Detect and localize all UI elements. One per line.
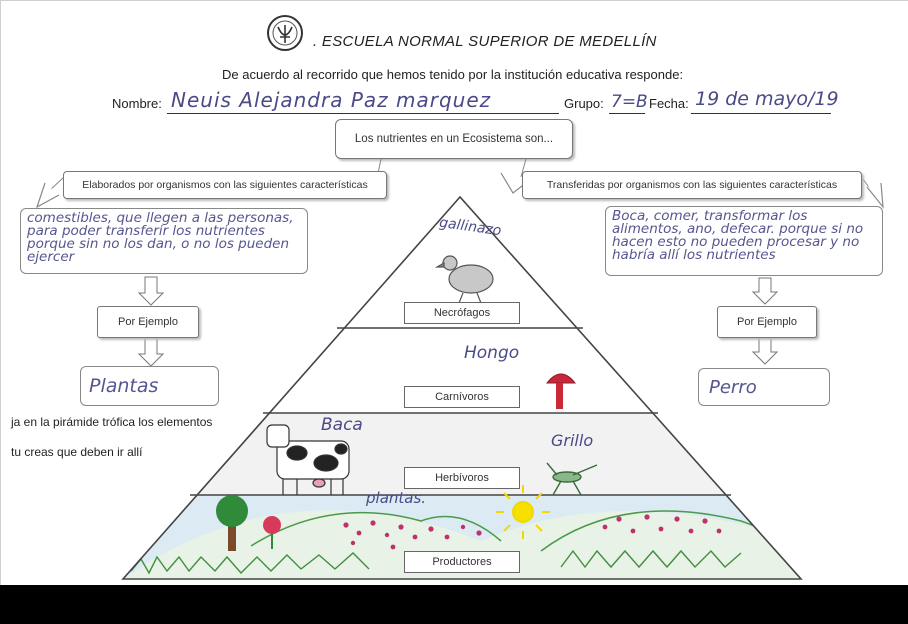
arrow-down-icon: [137, 337, 165, 367]
name-field[interactable]: Neuis Alejandra Paz marquez: [171, 88, 492, 112]
right-example-answer-box[interactable]: Perro: [698, 368, 830, 406]
school-name: . ESCUELA NORMAL SUPERIOR DE MEDELLÍN: [313, 33, 657, 50]
grasshopper-drawing-icon: [546, 462, 598, 496]
mushroom-drawing-icon: [545, 373, 577, 409]
worksheet-page: . ESCUELA NORMAL SUPERIOR DE MEDELLÍN De…: [0, 0, 908, 585]
school-seal-icon: [267, 15, 303, 51]
level-label-productores: Productores: [404, 551, 520, 573]
left-answer-box[interactable]: comestibles, que llegen a las personas, …: [20, 208, 308, 274]
name-underline: [167, 113, 559, 114]
date-field[interactable]: 19 de mayo/19: [695, 88, 839, 110]
carnivoros-answer: Hongo: [464, 343, 520, 363]
arrow-down-icon: [137, 276, 165, 306]
right-branch-header: Transferidas por organismos con las sigu…: [522, 171, 862, 199]
right-example-label: Por Ejemplo: [717, 306, 817, 338]
herbivoros-answer-2: Grillo: [551, 431, 594, 450]
level-label-carnivoros: Carnívoros: [404, 386, 520, 408]
level-label-necrofagos: Necrófagos: [404, 302, 520, 324]
group-label: Grupo:: [564, 96, 604, 111]
arrow-far-right-icon: [866, 182, 884, 209]
side-instruction-line2: tu creas que deben ir allí: [11, 445, 143, 459]
side-instruction-line1: ja en la pirámide trófica los elementos: [11, 415, 213, 429]
arrow-far-left-icon: [35, 182, 60, 209]
date-label: Fecha:: [649, 96, 689, 111]
vulture-drawing-icon: [434, 255, 494, 304]
tree-drawing-icon: [216, 495, 248, 551]
left-answer-text: comestibles, que llegen a las personas, …: [27, 210, 294, 265]
right-answer-text: Boca, comer, transformar los alimentos, …: [612, 208, 864, 263]
left-branch-header: Elaborados por organismos con las siguie…: [63, 171, 387, 199]
group-field[interactable]: 7=B: [611, 92, 648, 112]
right-answer-box[interactable]: Boca, comer, transformar los alimentos, …: [605, 206, 883, 276]
herbivoros-answer-1: Baca: [321, 415, 363, 435]
productores-answer: plantas.: [366, 489, 427, 507]
left-example-answer-box[interactable]: Plantas: [80, 366, 219, 406]
instruction-text: De acuerdo al recorrido que hemos tenido…: [222, 67, 684, 82]
flower-drawing-icon: [263, 516, 281, 549]
group-underline: [609, 113, 645, 114]
level-label-herbivoros: Herbívoros: [404, 467, 520, 489]
arrow-down-icon: [751, 277, 779, 305]
cow-drawing-icon: [266, 424, 350, 495]
name-label: Nombre:: [112, 96, 162, 111]
sun-drawing-icon: [496, 485, 550, 539]
trophic-pyramid: [121, 195, 803, 580]
arrow-down-icon: [751, 337, 779, 365]
left-example-label: Por Ejemplo: [97, 306, 199, 338]
left-example-answer: Plantas: [89, 375, 159, 397]
nutrients-question-box: Los nutrientes en un Ecosistema son...: [335, 119, 573, 159]
right-example-answer: Perro: [709, 376, 757, 398]
date-underline: [691, 113, 831, 114]
black-footer-bar: [0, 585, 908, 624]
